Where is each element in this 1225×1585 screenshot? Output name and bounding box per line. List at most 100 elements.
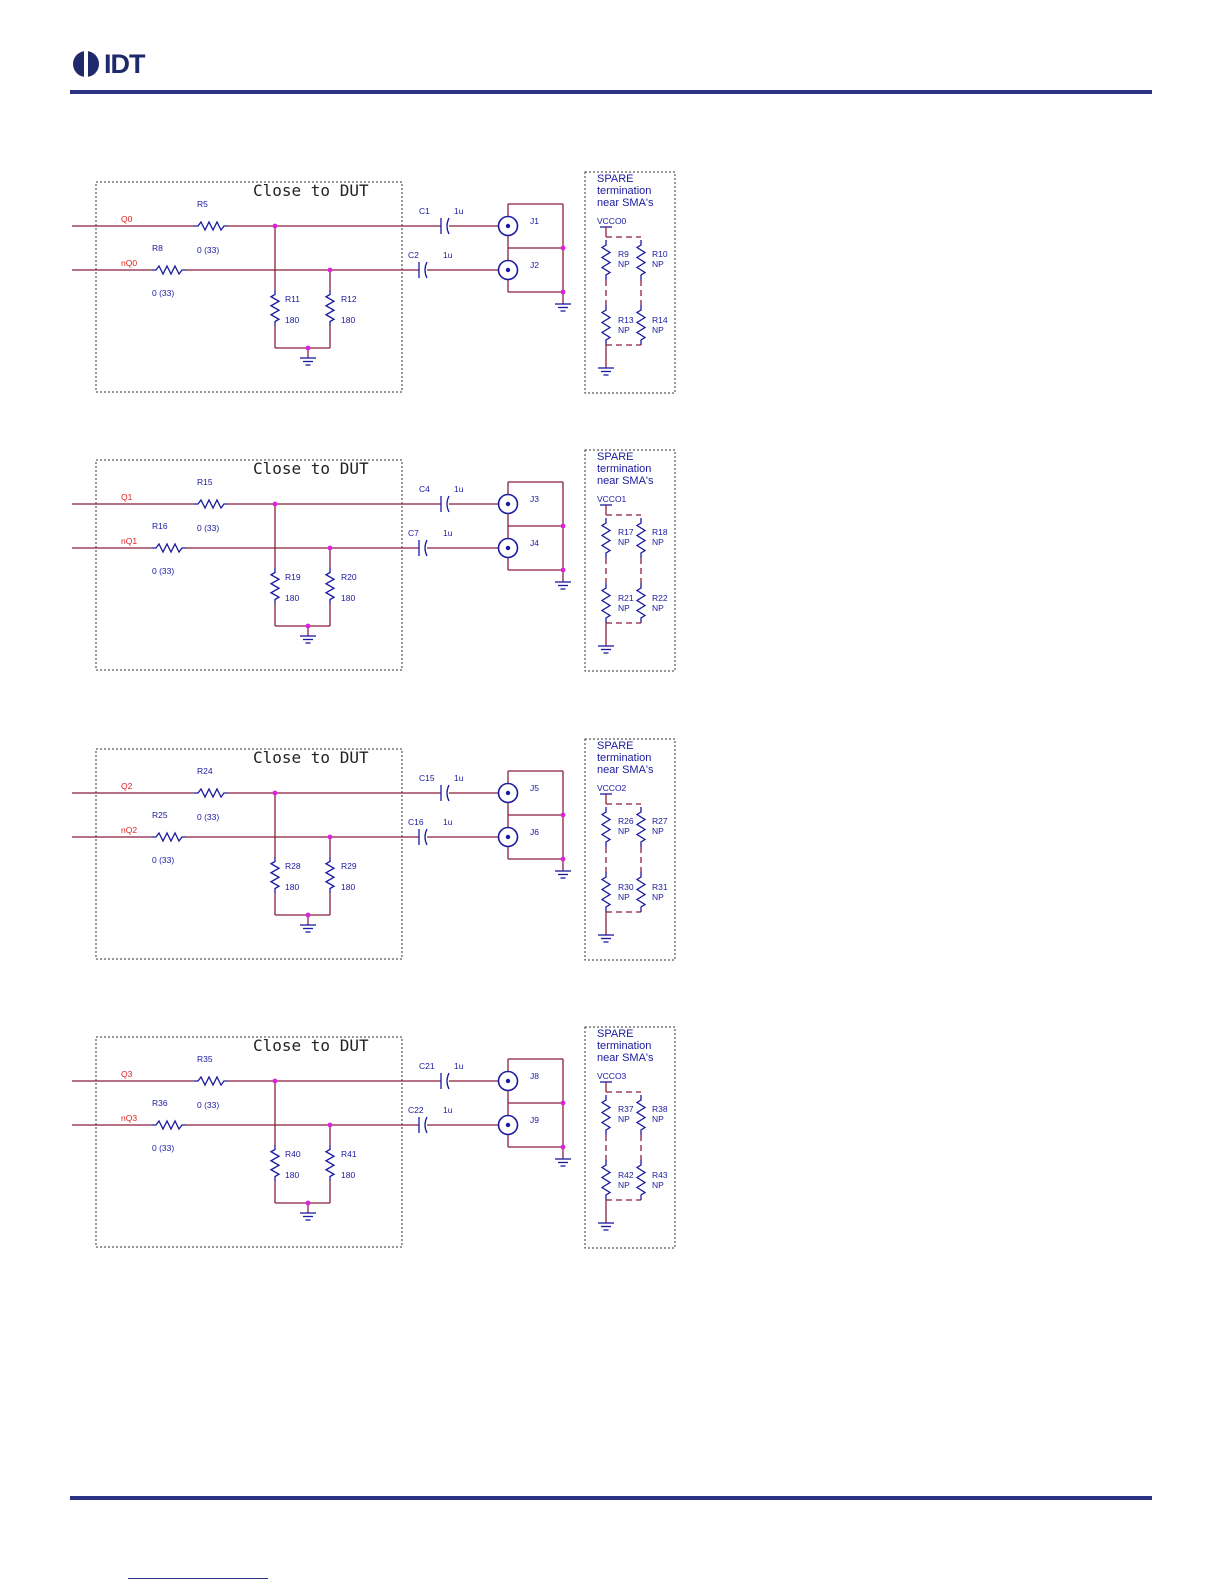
resistor-series-q bbox=[194, 498, 228, 510]
resistor-series-nq bbox=[152, 1119, 186, 1131]
junction-dot bbox=[560, 1144, 566, 1150]
capacitor-ref: C7 bbox=[408, 528, 419, 538]
resistor-ref: R30 bbox=[618, 882, 634, 892]
resistor-ref: R36 bbox=[152, 1098, 168, 1108]
resistor-value: 180 bbox=[285, 593, 299, 603]
resistor-series-nq bbox=[152, 264, 186, 276]
vcco-label: VCCO1 bbox=[597, 494, 627, 504]
resistor-shunt-q bbox=[269, 290, 281, 326]
resistor-value: NP bbox=[618, 537, 630, 547]
capacitor-value: 1u bbox=[443, 817, 453, 827]
resistor-spare bbox=[635, 1160, 647, 1200]
resistor-ref: R21 bbox=[618, 593, 634, 603]
ground-symbol-icon bbox=[555, 1158, 571, 1167]
net-label-nq: nQ2 bbox=[121, 825, 137, 835]
spare-label: termination bbox=[597, 185, 651, 197]
capacitor-ref: C22 bbox=[408, 1105, 424, 1115]
spare-label: termination bbox=[597, 1040, 651, 1052]
capacitor-curved-plate bbox=[446, 1072, 450, 1090]
resistor-value: NP bbox=[618, 1114, 630, 1124]
junction-dot bbox=[327, 834, 333, 840]
spare-label: near SMA's bbox=[597, 197, 654, 209]
ground-symbol-icon bbox=[555, 581, 571, 590]
resistor-ref: R8 bbox=[152, 243, 163, 253]
resistor-spare bbox=[600, 807, 612, 847]
spare-label: termination bbox=[597, 752, 651, 764]
junction-dot bbox=[305, 1200, 311, 1206]
capacitor-value: 1u bbox=[454, 484, 464, 494]
capacitor-nq bbox=[418, 539, 428, 557]
resistor-spare bbox=[635, 305, 647, 345]
resistor-spare bbox=[600, 305, 612, 345]
resistor-shunt-q bbox=[269, 857, 281, 893]
resistor-ref: R10 bbox=[652, 249, 668, 259]
capacitor-value: 1u bbox=[443, 250, 453, 260]
net-label-q: Q0 bbox=[121, 214, 133, 224]
resistor-value: NP bbox=[618, 259, 630, 269]
resistor-ref: R38 bbox=[652, 1104, 668, 1114]
resistor-ref: R5 bbox=[197, 199, 208, 209]
connector-ref: J6 bbox=[530, 827, 539, 837]
spare-label: SPARE bbox=[597, 1028, 633, 1040]
spare-label: SPARE bbox=[597, 740, 633, 752]
sma-connector-icon bbox=[497, 259, 519, 281]
resistor-ref: R24 bbox=[197, 766, 213, 776]
sma-connector-top bbox=[497, 215, 519, 237]
resistor-spare bbox=[600, 1095, 612, 1135]
resistor-value: 0 (33) bbox=[152, 1143, 174, 1153]
sma-connector-icon bbox=[497, 215, 519, 237]
resistor-value: NP bbox=[652, 603, 664, 613]
sma-center-pin bbox=[505, 545, 511, 551]
spare-termination-box bbox=[584, 1026, 676, 1249]
resistor-value: 0 (33) bbox=[152, 855, 174, 865]
resistor-value: NP bbox=[652, 259, 664, 269]
vcco-label: VCCO0 bbox=[597, 216, 627, 226]
resistor-ref: R14 bbox=[652, 315, 668, 325]
resistor-value: NP bbox=[652, 892, 664, 902]
resistor-spare bbox=[600, 240, 612, 280]
sma-connector-icon bbox=[497, 493, 519, 515]
resistor-ref: R22 bbox=[652, 593, 668, 603]
capacitor-curved-plate bbox=[424, 1116, 428, 1134]
capacitor-ref: C1 bbox=[419, 206, 430, 216]
ground-symbol-icon bbox=[300, 1212, 316, 1221]
ground-symbol-icon bbox=[555, 870, 571, 879]
resistor-value: NP bbox=[618, 325, 630, 335]
spare-termination-box bbox=[584, 171, 676, 394]
idt-logo: IDT bbox=[72, 48, 145, 80]
resistor-value: 0 (33) bbox=[197, 812, 219, 822]
capacitor-value: 1u bbox=[443, 1105, 453, 1115]
capacitor-ref: C2 bbox=[408, 250, 419, 260]
vcco-label: VCCO3 bbox=[597, 1071, 627, 1081]
resistor-value: NP bbox=[618, 1180, 630, 1190]
resistor-spare bbox=[635, 872, 647, 912]
ground-symbol-icon bbox=[300, 924, 316, 933]
connector-ref: J8 bbox=[530, 1071, 539, 1081]
resistor-value: 0 (33) bbox=[152, 288, 174, 298]
resistor-series-q bbox=[194, 220, 228, 232]
resistor-ref: R31 bbox=[652, 882, 668, 892]
net-label-nq: nQ3 bbox=[121, 1113, 137, 1123]
capacitor-value: 1u bbox=[443, 528, 453, 538]
resistor-value: NP bbox=[652, 537, 664, 547]
resistor-value: NP bbox=[618, 892, 630, 902]
capacitor-curved-plate bbox=[424, 828, 428, 846]
sma-center-pin bbox=[505, 267, 511, 273]
resistor-shunt-nq bbox=[324, 857, 336, 893]
resistor-value: NP bbox=[652, 826, 664, 836]
junction-dot bbox=[305, 345, 311, 351]
resistor-value: NP bbox=[652, 325, 664, 335]
resistor-ref: R19 bbox=[285, 572, 301, 582]
close-to-dut-box bbox=[95, 1036, 403, 1248]
resistor-ref: R28 bbox=[285, 861, 301, 871]
capacitor-ref: C21 bbox=[419, 1061, 435, 1071]
junction-dot bbox=[560, 812, 566, 818]
close-to-dut-box bbox=[95, 748, 403, 960]
spare-termination-box bbox=[584, 738, 676, 961]
resistor-shunt-q bbox=[269, 568, 281, 604]
resistor-spare bbox=[635, 583, 647, 623]
junction-dot bbox=[560, 1100, 566, 1106]
capacitor-q bbox=[440, 1072, 450, 1090]
resistor-spare bbox=[600, 872, 612, 912]
